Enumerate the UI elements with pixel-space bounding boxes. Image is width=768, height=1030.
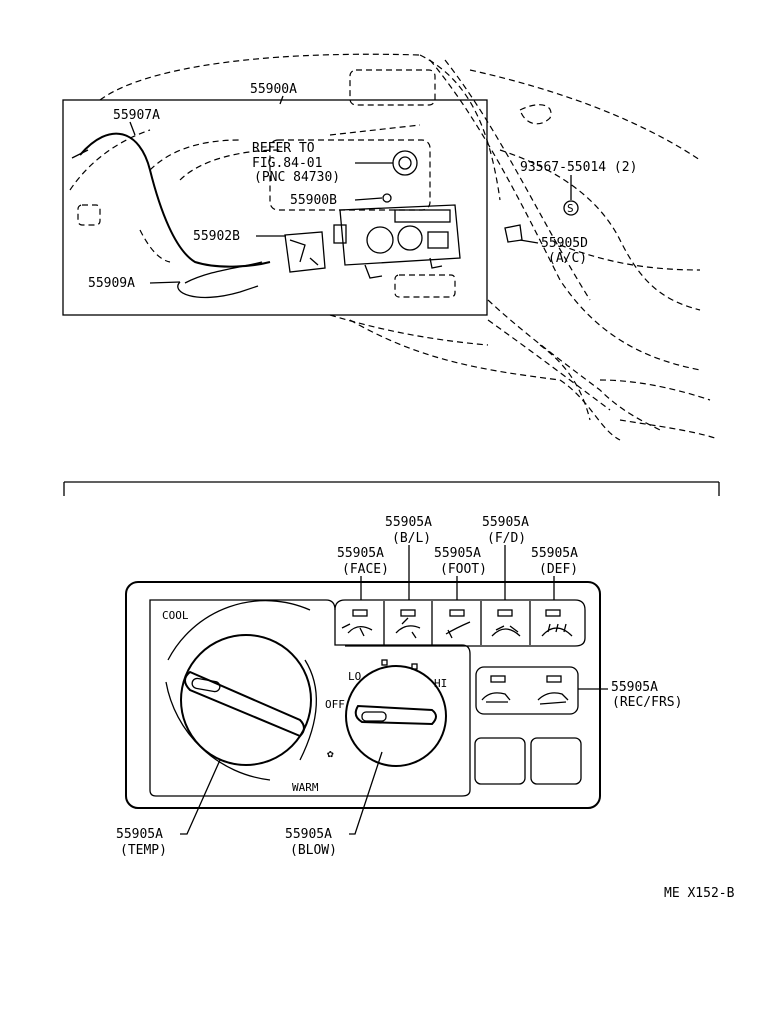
- blow-part-label: 55905A: [285, 827, 332, 842]
- screw-and-ac-switch: S: [504, 175, 579, 243]
- ac-part-label: 55905D: [541, 236, 588, 251]
- def-note-label: (DEF): [539, 562, 578, 577]
- wire-part-label: 55909A: [88, 276, 135, 291]
- foot-note-label: (FOOT): [440, 562, 487, 577]
- bilevel-button: [395, 609, 421, 639]
- off-label: OFF: [325, 698, 345, 711]
- hi-label: HI: [434, 677, 447, 690]
- ac-note-label: (A/C): [548, 251, 587, 266]
- section-bracket: [63, 481, 720, 496]
- console-part-label: 55900A: [250, 82, 297, 97]
- recfrs-note-label: (REC/FRS): [612, 695, 682, 710]
- fd-part-label: 55905A: [482, 515, 529, 530]
- refer-line-2: FIG.84-01: [252, 156, 322, 171]
- defrost-button: [541, 609, 573, 637]
- svg-text:S: S: [567, 202, 574, 215]
- fd-note-label: (F/D): [487, 531, 526, 546]
- foot-button: [445, 609, 471, 639]
- dashboard-outline: [99, 53, 716, 441]
- exploded-view-frame: [62, 99, 488, 316]
- rec-frs-buttons: [481, 675, 569, 705]
- screw-part-label: 93567-55014 (2): [520, 160, 637, 175]
- temp-part-label: 55905A: [116, 827, 163, 842]
- warm-label: WARM: [292, 781, 319, 794]
- bracket-part-label: 55902B: [193, 229, 240, 244]
- refer-line-1: REFER TO: [252, 141, 315, 156]
- recfrs-part-label: 55905A: [611, 680, 658, 695]
- blow-note-label: (BLOW): [290, 843, 337, 858]
- dash-details-inside-frame: [69, 124, 431, 263]
- figure-code: ME X152-B: [664, 886, 735, 901]
- face-button: [341, 609, 373, 637]
- bracket-55902b: [284, 231, 326, 273]
- face-note-label: (FACE): [342, 562, 389, 577]
- face-part-label: 55905A: [337, 546, 384, 561]
- knob-55900b: [382, 150, 418, 203]
- def-part-label: 55905A: [531, 546, 578, 561]
- cool-label: COOL: [162, 609, 189, 622]
- control-unit-small: [333, 204, 461, 279]
- foot-part-label: 55905A: [434, 546, 481, 561]
- lo-label: LO: [348, 670, 361, 683]
- bl-part-label: 55905A: [385, 515, 432, 530]
- temperature-dial: [165, 600, 318, 781]
- knob-part-label: 55900B: [290, 193, 337, 208]
- refer-line-3: (PNC 84730): [254, 170, 340, 185]
- floor-defrost-button: [491, 609, 521, 637]
- svg-text:✿: ✿: [327, 747, 334, 760]
- cable-part-label: 55907A: [113, 108, 160, 123]
- cable-assembly: [71, 132, 271, 299]
- temp-note-label: (TEMP): [120, 843, 167, 858]
- bl-note-label: (B/L): [392, 531, 431, 546]
- blower-dial: ✿: [327, 659, 447, 767]
